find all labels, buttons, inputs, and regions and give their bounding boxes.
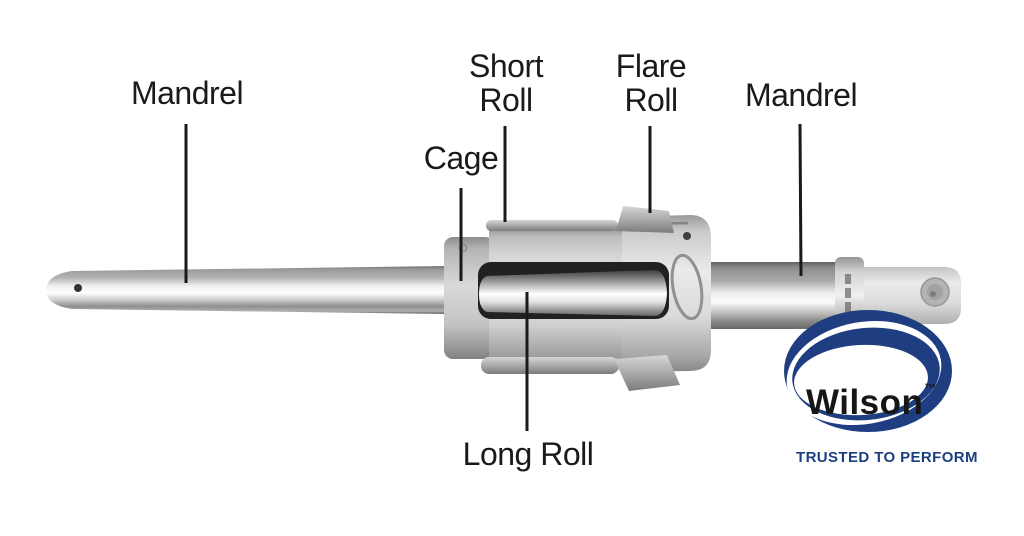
trademark-symbol: ™: [924, 381, 937, 395]
label-flare-roll-line1: Flare: [615, 48, 687, 84]
bottom-roll: [481, 357, 619, 374]
label-flare-roll-line2: Roll: [624, 82, 678, 118]
label-short-roll-line2: Roll: [479, 82, 533, 118]
collar-marking: [845, 274, 851, 312]
mandrel-left-shaft: [46, 266, 447, 314]
long-roll: [479, 270, 667, 316]
mandrel-tip-hole: [74, 284, 82, 292]
cage-stamp-oval: [670, 253, 704, 321]
label-short-roll: Short Roll: [469, 49, 543, 117]
label-flare-roll: Flare Roll: [615, 48, 687, 118]
leader-line-mandrel-right: [798, 123, 803, 277]
short-roll: [486, 220, 618, 231]
label-mandrel-left: Mandrel: [130, 75, 244, 111]
label-mandrel-right: Mandrel: [744, 77, 858, 113]
mandrel-right-shaft: [704, 262, 838, 329]
logo-tagline: TRUSTED TO PERFORM: [796, 449, 978, 466]
flare-roll-bottom: [614, 355, 680, 391]
wilson-wordmark: Wilson: [806, 383, 924, 422]
label-short-roll-line1: Short: [469, 48, 543, 84]
cage-pin-hole: [683, 232, 691, 240]
flare-roll-top: [616, 206, 674, 233]
label-cage: Cage: [423, 140, 499, 176]
wilson-logo-swoosh: [784, 310, 952, 432]
tang-hole-center: [930, 291, 936, 297]
wilson-brand-text: Wilson™: [806, 381, 937, 423]
label-long-roll: Long Roll: [462, 436, 594, 472]
